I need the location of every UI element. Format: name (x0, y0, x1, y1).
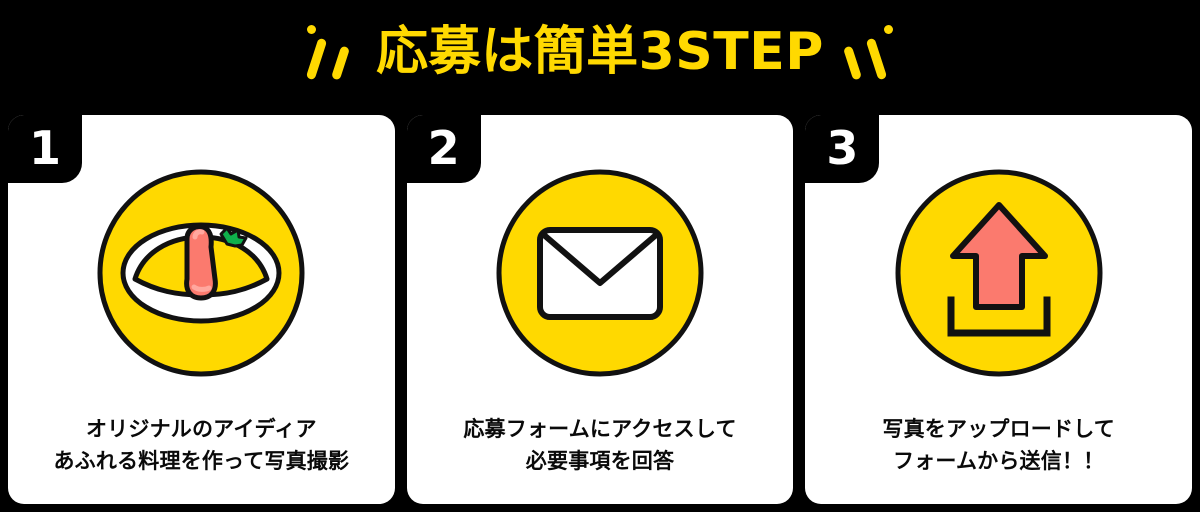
caption-line: 必要事項を回答 (525, 449, 675, 474)
step-card-1[interactable]: 1 オリジナルのアイディア あふれる料理を作って写真撮影 (8, 115, 395, 504)
upload-arrow-icon (895, 169, 1103, 377)
caption-line: あふれる料理を作って写真撮影 (53, 449, 350, 474)
step-icon-1 (8, 163, 395, 383)
step-icon-3 (805, 163, 1192, 383)
omurice-plate-icon (97, 169, 305, 377)
caption-line: オリジナルのアイディア (85, 416, 317, 441)
step-caption-2: 応募フォームにアクセスして 必要事項を回答 (407, 413, 794, 478)
caption-line: 応募フォームにアクセスして (463, 416, 737, 441)
step-card-2[interactable]: 2 応募フォームにアクセスして 必要事項を回答 (406, 115, 794, 504)
step-caption-1: オリジナルのアイディア あふれる料理を作って写真撮影 (8, 413, 395, 478)
slash-bar (842, 45, 862, 81)
steps-list: 1 オリジナルのアイディア あふれる料理を作って写真撮影 2 (8, 115, 1193, 504)
step-card-3[interactable]: 3 写真をアップロードして フォームから送信！！ (805, 115, 1193, 504)
slash-marks-left-icon (304, 21, 360, 83)
step-number-badge-3: 3 (805, 115, 880, 183)
slash-bar (331, 45, 351, 81)
caption-line: 写真をアップロードして (882, 416, 1115, 441)
step-icon-2 (407, 163, 794, 383)
slash-marks-right-icon (840, 21, 896, 83)
slash-dot (307, 25, 317, 34)
caption-line: フォームから送信！！ (892, 449, 1105, 474)
envelope-icon (496, 169, 704, 377)
step-caption-3: 写真をアップロードして フォームから送信！！ (805, 413, 1192, 478)
slash-dot (883, 25, 893, 34)
header: 応募は簡単3STEP (0, 0, 1200, 104)
step-number-badge-2: 2 (406, 115, 481, 183)
step-number-badge-1: 1 (8, 115, 82, 183)
page-title: 応募は簡単3STEP (376, 22, 824, 82)
slash-bar (305, 37, 328, 81)
slash-bar (865, 37, 888, 81)
